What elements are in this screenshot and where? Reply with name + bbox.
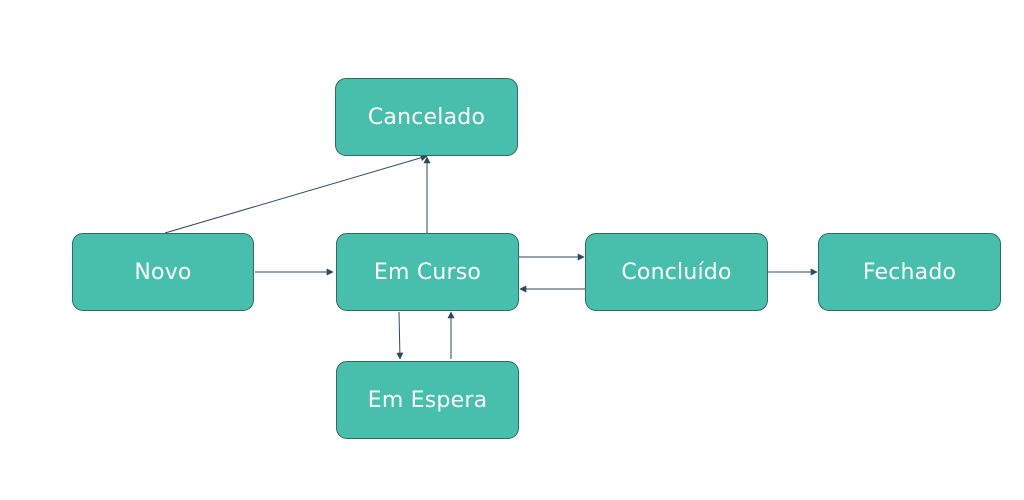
edge-em-curso-to-em-espera xyxy=(396,311,404,360)
node-em-curso[interactable]: Em Curso xyxy=(336,233,519,311)
node-concluido[interactable]: Concluído xyxy=(585,233,768,311)
node-em-curso-label: Em Curso xyxy=(373,259,482,285)
node-em-espera-label: Em Espera xyxy=(367,387,488,413)
node-fechado[interactable]: Fechado xyxy=(818,233,1001,311)
node-concluido-label: Concluído xyxy=(621,259,732,285)
node-cancelado[interactable]: Cancelado xyxy=(335,78,518,156)
edge-novo-to-cancelado xyxy=(164,154,428,234)
node-novo[interactable]: Novo xyxy=(72,233,254,311)
node-novo-label: Novo xyxy=(134,259,192,285)
node-cancelado-label: Cancelado xyxy=(367,104,486,130)
node-fechado-label: Fechado xyxy=(862,259,957,285)
node-em-espera[interactable]: Em Espera xyxy=(336,361,519,439)
